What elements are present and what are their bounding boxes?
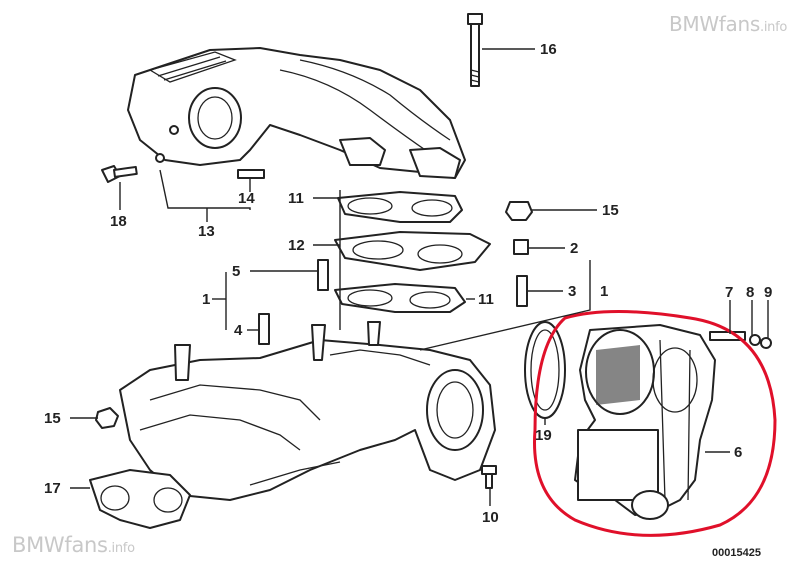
bolt-16 (467, 13, 483, 87)
stud-4 (258, 313, 270, 345)
callout-8: 8 (746, 284, 754, 301)
callout-9: 9 (764, 284, 772, 301)
diagram-part-number: 00015425 (712, 547, 761, 559)
callout-11-lower: 11 (478, 291, 494, 308)
callout-13: 13 (198, 223, 215, 240)
sleeve-2 (513, 239, 529, 255)
stud-5 (317, 259, 329, 291)
callout-12: 12 (288, 237, 305, 254)
watermark-top: BMWfans.info (669, 12, 787, 36)
callout-19: 19 (535, 427, 552, 444)
callout-16: 16 (540, 41, 557, 58)
callout-1-left: 1 (202, 291, 210, 308)
throttle-housing (524, 321, 772, 520)
callout-17: 17 (44, 480, 61, 497)
callout-18: 18 (110, 213, 127, 230)
stud-14 (237, 169, 265, 179)
callout-7: 7 (725, 284, 733, 301)
callout-6: 6 (734, 444, 742, 461)
watermark-suffix-top: .info (759, 20, 787, 35)
upper-intake-manifold (127, 47, 466, 179)
callout-15-left: 15 (44, 410, 61, 427)
stud-3 (516, 275, 528, 307)
callout-5: 5 (232, 263, 240, 280)
bolt-10 (481, 465, 497, 489)
watermark-suffix-bottom: .info (107, 541, 135, 556)
highlight-outline (533, 310, 777, 537)
watermark-brand-bottom: BMWfans (12, 533, 108, 557)
callout-14: 14 (238, 190, 255, 207)
gasket-11-upper (337, 191, 463, 223)
lower-intake-manifold (89, 321, 496, 529)
gasket-11-lower (334, 283, 466, 313)
gasket-12 (334, 231, 491, 271)
callout-1-right: 1 (600, 283, 608, 300)
callout-11-upper: 11 (288, 190, 304, 207)
callout-15-top: 15 (602, 202, 619, 219)
callout-labels: 16 18 14 13 11 15 12 2 5 1 3 1 11 4 7 8 … (44, 41, 772, 526)
watermark-brand-top: BMWfans (668, 12, 760, 36)
callout-3: 3 (568, 283, 576, 300)
callout-4: 4 (234, 322, 243, 339)
callout-2: 2 (570, 240, 578, 257)
bolt-18 (101, 165, 138, 183)
callout-10: 10 (482, 509, 499, 526)
nut-15-top (505, 201, 533, 221)
watermark-bottom: BMWfans.info (12, 533, 135, 557)
nut-15-left (95, 407, 119, 429)
leader-lines (70, 48, 769, 506)
